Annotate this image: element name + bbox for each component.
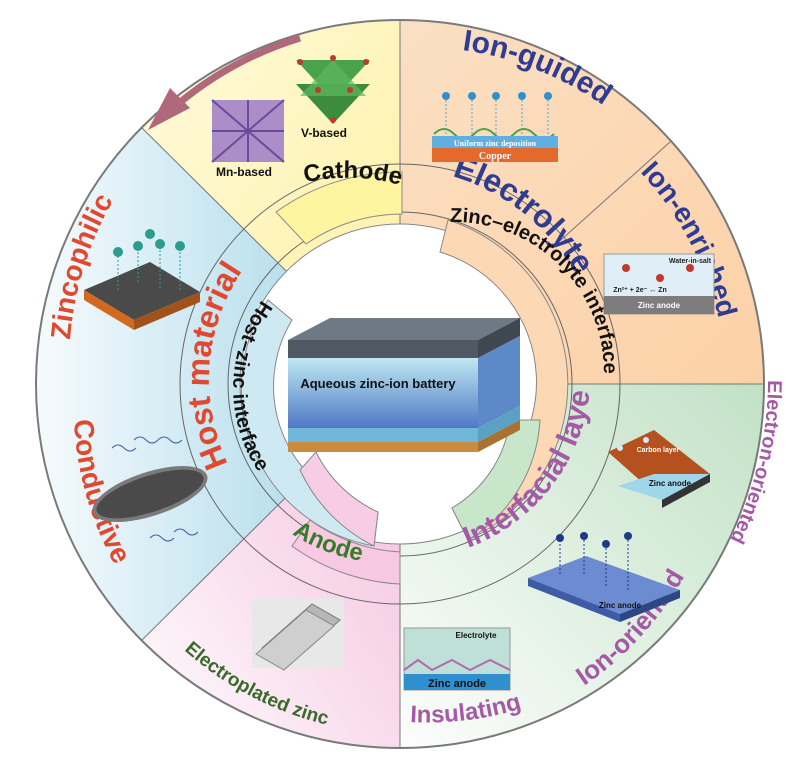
zinc-anode-electron-label: Zinc anode: [649, 479, 692, 488]
host-sector: [36, 20, 400, 748]
cathode-band: [275, 171, 403, 245]
zinc-foil-inset: [252, 598, 344, 671]
ion-oriented-inset: [528, 532, 680, 622]
anode-band: [291, 519, 401, 585]
zinc-electrolyte-band-lower: [451, 419, 541, 541]
ion-guided-inset: [432, 92, 558, 162]
battery-illustration: [288, 318, 520, 452]
mn-based-structure: [211, 99, 285, 163]
water-in-salt-label: Water-in-salt: [669, 258, 712, 265]
carbon-layer-label: Carbon layer: [637, 447, 680, 454]
copper-label: Copper: [479, 151, 512, 162]
zinc-anode-enriched-label: Zinc anode: [638, 301, 681, 310]
conductive-inset: [92, 436, 208, 542]
v-based-structure: [296, 55, 370, 124]
zinc-anode-ion-label: Zinc anode: [599, 601, 642, 610]
center-label: Aqueous zinc-ion battery: [300, 376, 456, 391]
uniform-deposition-label: Uniform zinc deposition: [454, 139, 537, 148]
zinc-anode-insulating-label: Zinc anode: [428, 678, 486, 690]
middle-ring: [179, 163, 621, 605]
electrolyte-inset-label: Electrolyte: [456, 631, 497, 640]
insulating-inset: [403, 627, 511, 691]
cycle-arrow: [148, 34, 302, 130]
mn-based-label: Mn-based: [216, 165, 272, 179]
zincophilic-inset: [84, 229, 200, 330]
electron-oriented-inset: [608, 430, 710, 508]
host-zinc-band-lower: [299, 451, 379, 547]
ion-enriched-inset: [603, 253, 715, 315]
v-based-label: V-based: [301, 126, 347, 140]
reaction-label: Zn²⁺ + 2e⁻ ↔ Zn: [613, 287, 666, 294]
